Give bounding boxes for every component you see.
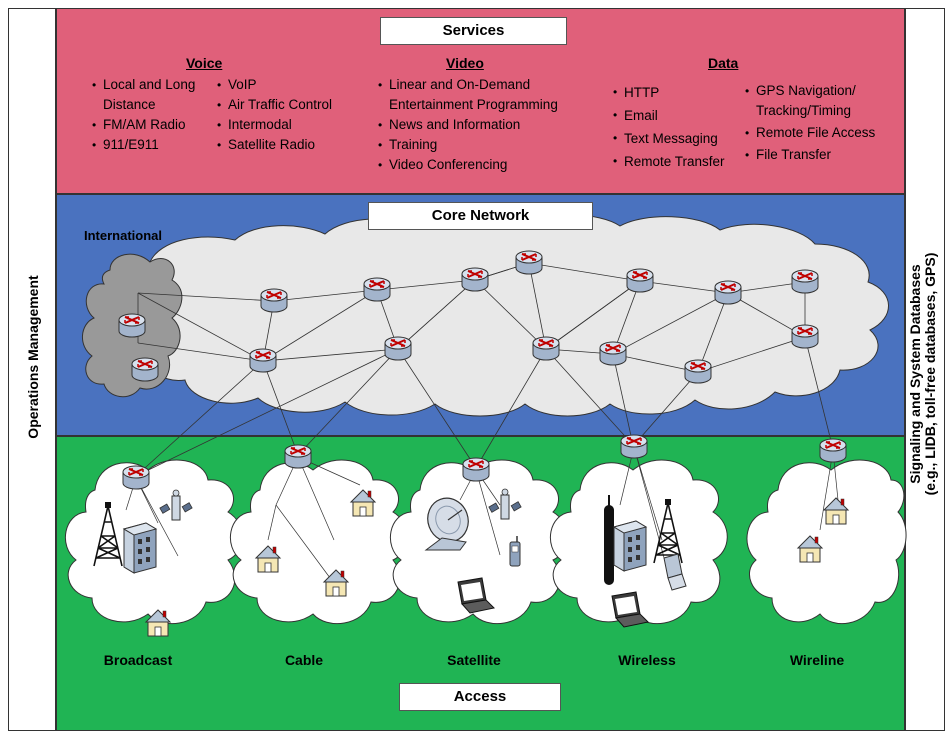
data-heading: Data: [708, 55, 739, 71]
list-item: 911/E911: [92, 135, 214, 155]
building-icon: [123, 522, 157, 574]
access-label-broadcast: Broadcast: [103, 652, 173, 668]
list-item: Remote File Access: [745, 123, 895, 143]
router-icon: [819, 438, 847, 463]
access-label-wireline: Wireline: [789, 652, 845, 668]
voice-list-1: Local and Long Distance FM/AM Radio 911/…: [92, 75, 214, 155]
access-label-wireless: Wireless: [618, 652, 676, 668]
list-item: News and Information: [378, 115, 588, 135]
wireline-cloud: [746, 459, 907, 624]
building-icon: [613, 520, 647, 572]
router-icon: [461, 267, 489, 292]
list-item: HTTP: [613, 81, 743, 104]
services-title: Services: [380, 17, 567, 45]
list-item: FM/AM Radio: [92, 115, 214, 135]
list-item: Satellite Radio: [217, 135, 357, 155]
router-icon: [515, 250, 543, 275]
list-item: VoIP: [217, 75, 357, 95]
router-icon: [284, 444, 312, 469]
list-item: Remote Transfer: [613, 150, 743, 173]
router-icon: [599, 341, 627, 366]
router-icon: [714, 280, 742, 305]
video-list: Linear and On-Demand Entertainment Progr…: [378, 75, 588, 175]
core-network-title: Core Network: [368, 202, 593, 230]
router-icon: [122, 465, 150, 490]
voice-list-2: VoIP Air Traffic Control Intermodal Sate…: [217, 75, 357, 155]
core-cloud: [130, 214, 889, 417]
video-heading: Video: [446, 55, 484, 71]
access-label-cable: Cable: [284, 652, 324, 668]
list-item: Email: [613, 104, 743, 127]
list-item: Air Traffic Control: [217, 95, 357, 115]
router-icon: [384, 336, 412, 361]
router-icon: [131, 357, 159, 382]
data-list-2: GPS Navigation/ Tracking/Timing Remote F…: [745, 81, 895, 165]
router-icon: [118, 313, 146, 338]
router-icon: [620, 434, 648, 459]
signaling-databases-panel: Signaling and System Databases (e.g., LI…: [905, 8, 945, 731]
access-uplinks: [135, 336, 834, 477]
data-list-1: HTTP Email Text Messaging Remote Transfe…: [613, 81, 743, 173]
operations-management-panel: Operations Management: [8, 8, 56, 731]
cable-cloud: [230, 459, 408, 625]
router-icon: [532, 336, 560, 361]
list-item: Text Messaging: [613, 127, 743, 150]
router-icon: [626, 268, 654, 293]
antenna-icon: [604, 495, 614, 585]
router-icon: [791, 269, 819, 294]
router-icon: [249, 348, 277, 373]
router-icon: [684, 359, 712, 384]
router-icon: [791, 324, 819, 349]
list-item: Linear and On-Demand Entertainment Progr…: [378, 75, 588, 115]
satellite-cloud: [390, 459, 568, 625]
router-icon: [260, 288, 288, 313]
list-item: File Transfer: [745, 145, 895, 165]
list-item: Local and Long Distance: [92, 75, 214, 115]
list-item: Training: [378, 135, 588, 155]
list-item: Intermodal: [217, 115, 357, 135]
international-label: International: [84, 228, 163, 243]
list-item: Video Conferencing: [378, 155, 588, 175]
voice-heading: Voice: [186, 55, 223, 71]
router-icon: [462, 457, 490, 482]
access-title: Access: [399, 683, 561, 711]
router-icon: [363, 277, 391, 302]
list-item: GPS Navigation/ Tracking/Timing: [745, 81, 895, 121]
access-label-satellite: Satellite: [447, 652, 501, 668]
